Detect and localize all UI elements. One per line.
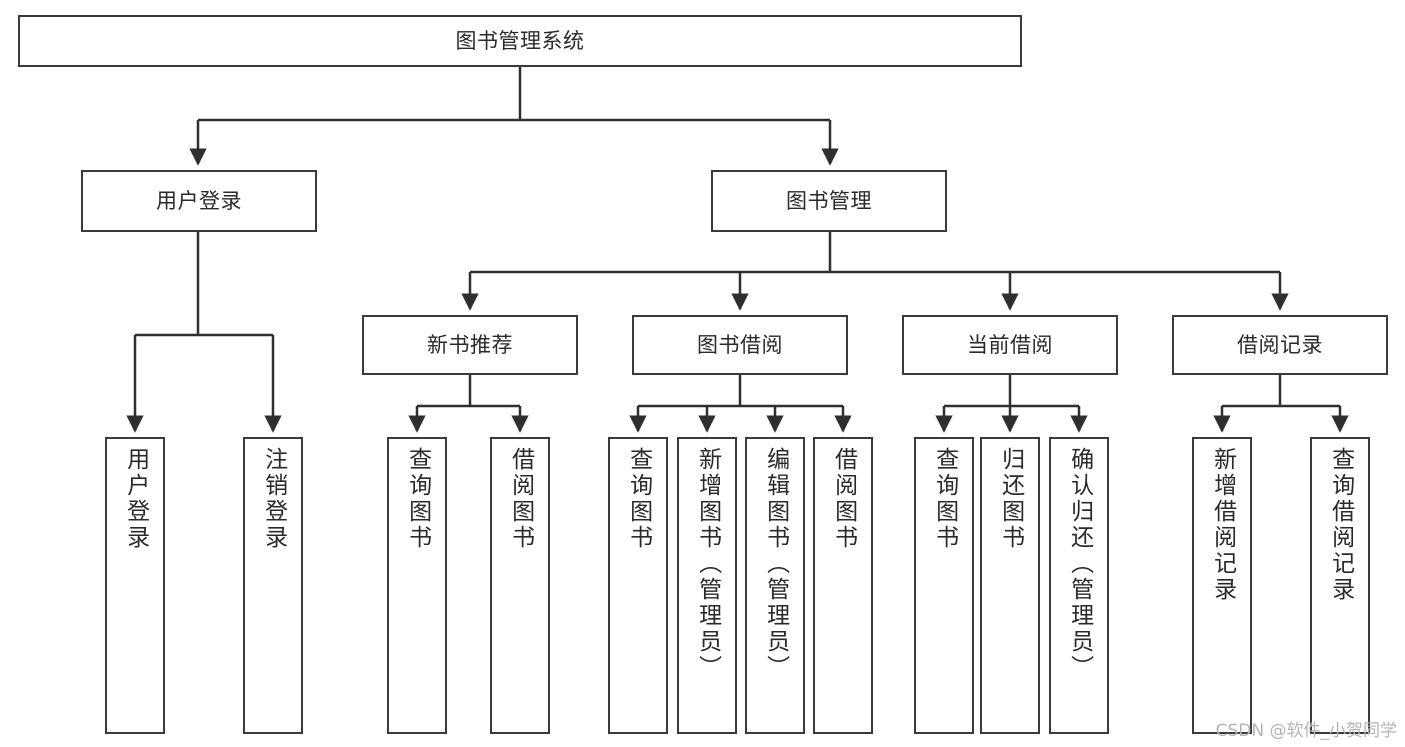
- node-book-management[interactable]: 图书管理: [711, 170, 947, 232]
- node-label: 借阅图书: [830, 447, 857, 551]
- node-user-login[interactable]: 用户登录: [81, 170, 317, 232]
- node-label: 新增借阅记录: [1209, 447, 1236, 603]
- node-label: 新书推荐: [427, 332, 513, 357]
- node-label: 图书借阅: [697, 332, 783, 357]
- node-label: 当前借阅: [967, 332, 1053, 357]
- node-label: 归还图书: [997, 447, 1024, 551]
- node-borrow-record[interactable]: 借阅记录: [1172, 315, 1388, 375]
- node-root-system[interactable]: 图书管理系统: [18, 15, 1022, 67]
- node-current-borrow[interactable]: 当前借阅: [902, 315, 1118, 375]
- leaf-book-borrow-add[interactable]: 新增图书（管理员）: [677, 437, 737, 734]
- node-label: 确认归还（管理员）: [1066, 447, 1093, 681]
- node-label: 编辑图书（管理员）: [762, 447, 789, 681]
- node-label: 图书管理系统: [455, 28, 585, 53]
- node-new-book-recommend[interactable]: 新书推荐: [362, 315, 578, 375]
- leaf-book-borrow-query[interactable]: 查询图书: [608, 437, 668, 734]
- node-label: 用户登录: [122, 447, 149, 551]
- node-label: 用户登录: [156, 188, 242, 213]
- leaf-new-book-query[interactable]: 查询图书: [387, 437, 447, 734]
- leaf-current-borrow-query[interactable]: 查询图书: [914, 437, 974, 734]
- node-label: 图书管理: [786, 188, 872, 213]
- leaf-borrow-record-add[interactable]: 新增借阅记录: [1192, 437, 1252, 734]
- node-label: 查询图书: [625, 447, 652, 551]
- node-book-borrow[interactable]: 图书借阅: [632, 315, 848, 375]
- node-label: 查询借阅记录: [1327, 447, 1354, 603]
- node-label: 借阅记录: [1237, 332, 1323, 357]
- leaf-current-borrow-confirm[interactable]: 确认归还（管理员）: [1049, 437, 1109, 734]
- leaf-borrow-record-query[interactable]: 查询借阅记录: [1310, 437, 1370, 734]
- leaf-current-borrow-return[interactable]: 归还图书: [980, 437, 1040, 734]
- leaf-user-login-signout[interactable]: 注销登录: [243, 437, 303, 734]
- node-label: 注销登录: [260, 447, 287, 551]
- leaf-user-login-signin[interactable]: 用户登录: [105, 437, 165, 734]
- node-label: 借阅图书: [507, 447, 534, 551]
- leaf-book-borrow-edit[interactable]: 编辑图书（管理员）: [745, 437, 805, 734]
- csdn-watermark: CSDN @软件_小贺同学: [1215, 721, 1397, 741]
- node-label: 新增图书（管理员）: [694, 447, 721, 681]
- node-label: 查询图书: [404, 447, 431, 551]
- leaf-new-book-borrow[interactable]: 借阅图书: [490, 437, 550, 734]
- node-label: 查询图书: [931, 447, 958, 551]
- leaf-book-borrow-borrow[interactable]: 借阅图书: [813, 437, 873, 734]
